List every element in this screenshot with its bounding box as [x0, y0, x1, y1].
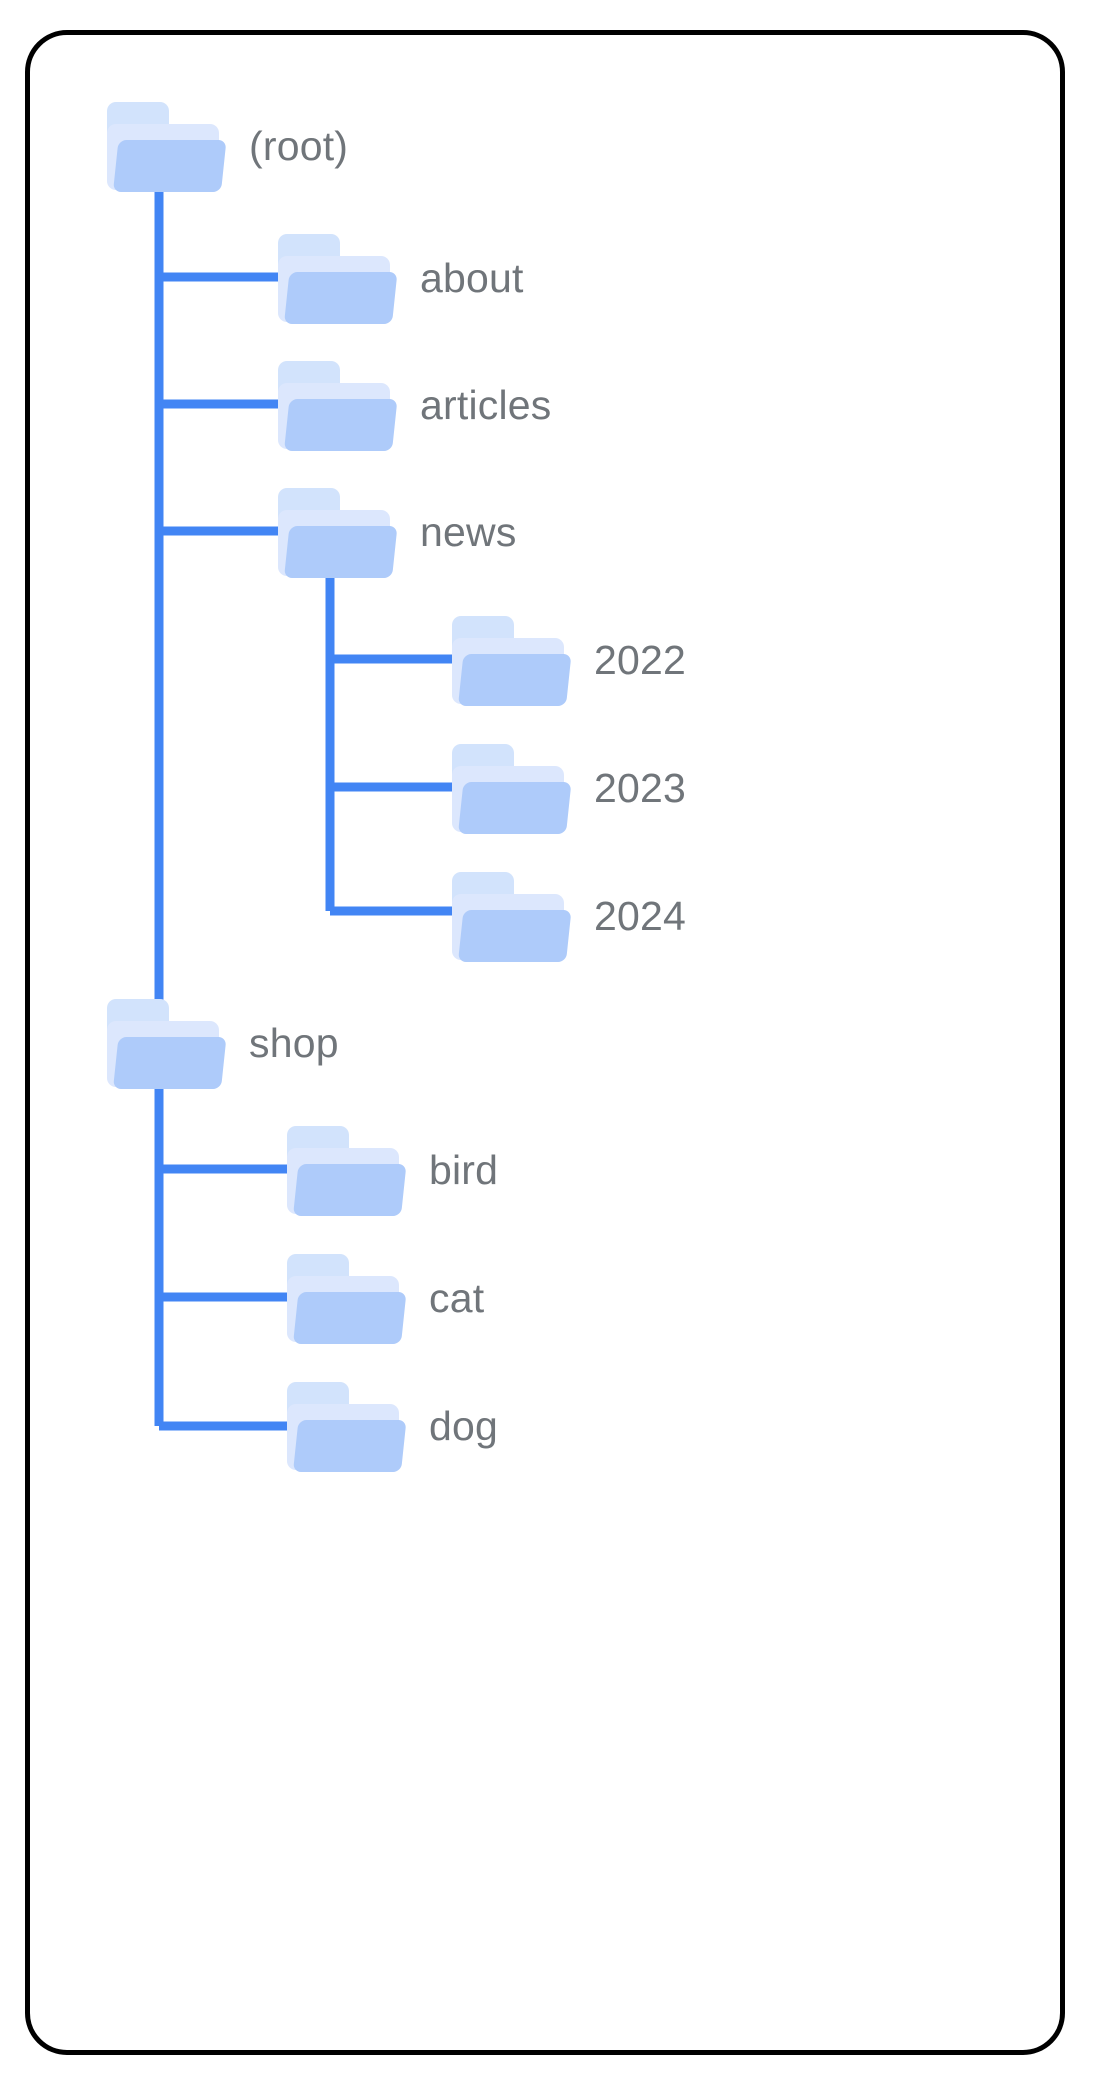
folder-icon — [276, 486, 398, 578]
tree-node-shop[interactable]: shop — [105, 997, 339, 1089]
tree-node-label: news — [420, 508, 517, 555]
tree-node-dog[interactable]: dog — [285, 1380, 498, 1472]
tree-node-label: 2023 — [594, 764, 687, 811]
tree-node-label: shop — [249, 1019, 339, 1066]
tree-node-about[interactable]: about — [276, 232, 524, 324]
tree-node-label: about — [420, 254, 524, 301]
folder-icon — [285, 1380, 407, 1472]
tree-node-2023[interactable]: 2023 — [450, 742, 686, 834]
tree-node-news[interactable]: news — [276, 486, 517, 578]
tree-node-2022[interactable]: 2022 — [450, 614, 686, 706]
folder-icon — [105, 100, 227, 192]
tree-node-cat[interactable]: cat — [285, 1252, 484, 1344]
folder-icon — [450, 742, 572, 834]
tree-node-bird[interactable]: bird — [285, 1124, 498, 1216]
folder-icon — [105, 997, 227, 1089]
folder-icon — [276, 232, 398, 324]
tree-node-root[interactable]: (root) — [105, 100, 348, 192]
tree-node-label: (root) — [249, 122, 349, 169]
tree-node-label: articles — [420, 381, 552, 428]
folder-icon — [450, 614, 572, 706]
tree-node-label: bird — [429, 1146, 499, 1193]
tree-node-label: 2022 — [594, 636, 687, 683]
folder-icon — [285, 1252, 407, 1344]
tree-node-label: 2024 — [594, 892, 687, 939]
tree-node-label: cat — [429, 1274, 485, 1321]
tree-node-label: dog — [429, 1402, 499, 1449]
folder-icon — [276, 359, 398, 451]
tree-node-articles[interactable]: articles — [276, 359, 551, 451]
folder-icon — [285, 1124, 407, 1216]
tree-node-2024[interactable]: 2024 — [450, 870, 686, 962]
folder-icon — [450, 870, 572, 962]
